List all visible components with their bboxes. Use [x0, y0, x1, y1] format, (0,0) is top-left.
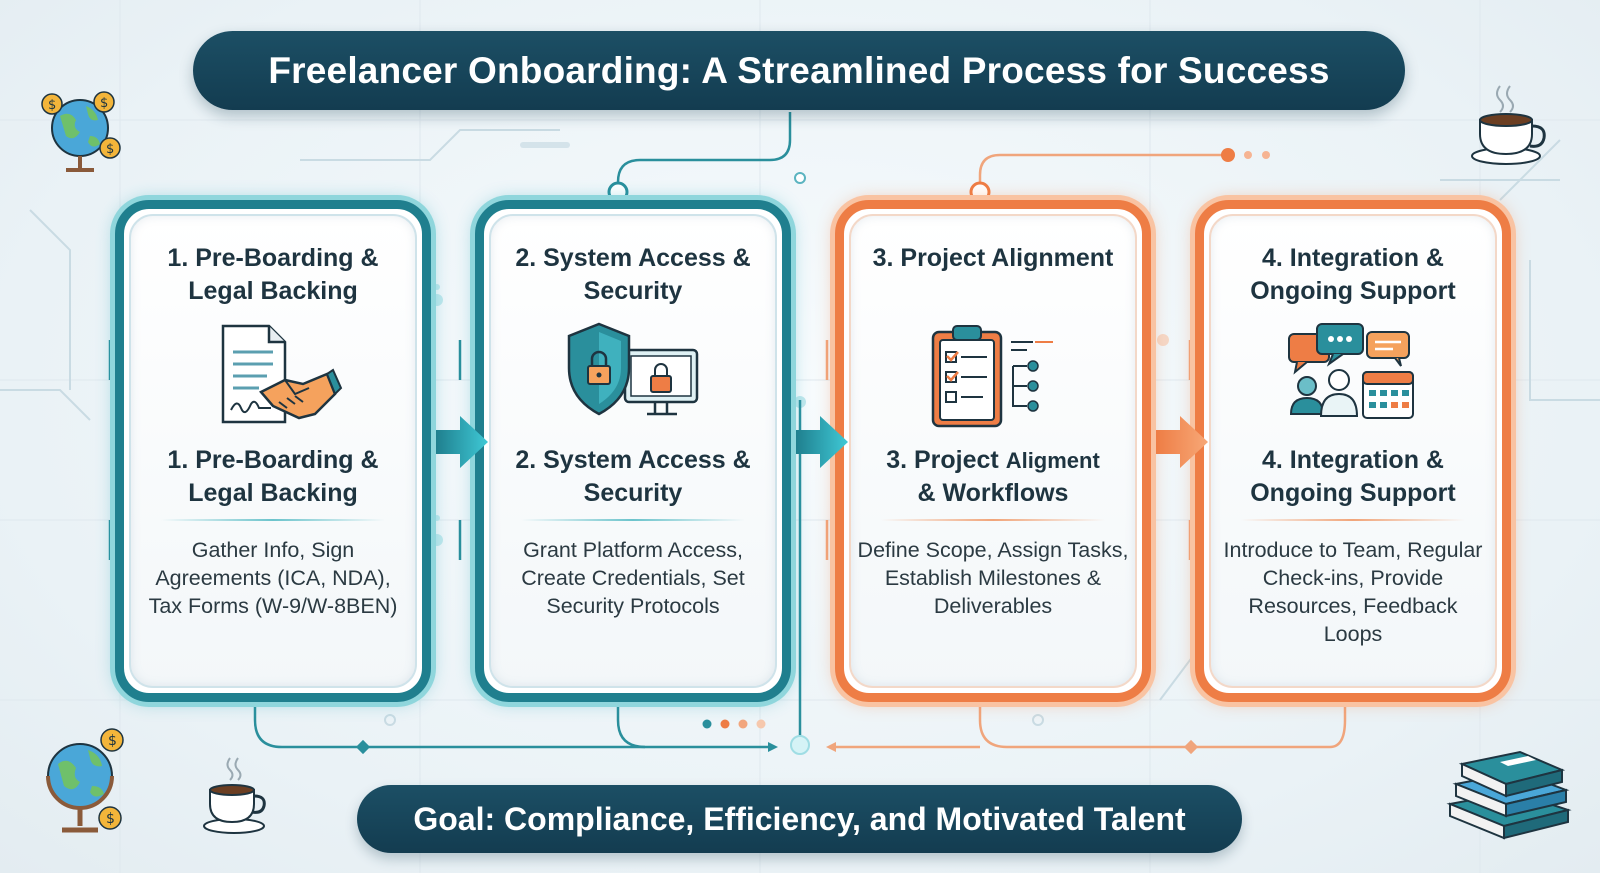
svg-text:$: $: [48, 98, 56, 113]
arrow-right-icon: [1156, 416, 1208, 468]
shield-lock-computer-icon: [567, 322, 699, 416]
step-description: Gather Info, Sign Agreements (ICA, NDA),…: [148, 538, 398, 618]
step-card-inner: 3. Project Alignment 3. Project Aligment…: [849, 214, 1137, 688]
books-stack-icon: [1446, 750, 1572, 840]
globe-coins-icon: $ $: [46, 728, 124, 833]
coffee-cup-icon: [203, 757, 266, 834]
arrow-right-icon: [436, 416, 488, 468]
step-subheading: 3. Project Aligment & Workflows: [851, 444, 1135, 510]
step-subheading: 2. System Access & Security: [515, 446, 751, 507]
step-card-inner: 4. Integration & Ongoing Support 4. Inte…: [1209, 214, 1497, 688]
svg-text:$: $: [106, 142, 114, 157]
contract-handshake-icon: [221, 324, 343, 424]
svg-text:$: $: [108, 733, 117, 749]
step-description: Introduce to Team, Regular Check-ins, Pr…: [1223, 538, 1483, 646]
coffee-cup-icon: [1471, 85, 1546, 165]
step-heading: 2. System Access & Security: [515, 244, 751, 305]
step-card-inner: 2. System Access & Security 2. System Ac…: [489, 214, 777, 688]
step-subheading-small: Aligment: [1005, 448, 1100, 473]
clipboard-checklist-icon: [931, 325, 1053, 428]
page-title: Freelancer Onboarding: A Streamlined Pro…: [193, 31, 1405, 110]
divider: [881, 519, 1105, 521]
goal-banner: Goal: Compliance, Efficiency, and Motiva…: [357, 785, 1242, 853]
step-heading: 1. Pre-Boarding & Legal Backing: [167, 244, 379, 305]
step-description: Define Scope, Assign Tasks, Establish Mi…: [857, 538, 1129, 618]
divider: [521, 519, 745, 521]
step-subheading-line2: & Workflows: [917, 479, 1069, 507]
step-card-integration: 4. Integration & Ongoing Support 4. Inte…: [1195, 200, 1511, 702]
step-card-system-access: 2. System Access & Security 2. System Ac…: [475, 200, 791, 702]
step-subheading-main: 3. Project: [886, 446, 1006, 474]
divider: [1241, 519, 1465, 521]
divider: [161, 519, 385, 521]
step-subheading: 4. Integration & Ongoing Support: [1250, 446, 1456, 507]
team-chat-calendar-icon: [1288, 323, 1414, 419]
globe-coins-icon: $ $ $: [41, 91, 121, 172]
connector-node: [607, 181, 629, 203]
step-card-pre-boarding: 1. Pre-Boarding & Legal Backing 1. Pre-B…: [115, 200, 431, 702]
arrow-right-icon: [796, 416, 848, 468]
svg-text:$: $: [100, 96, 108, 111]
step-description: Grant Platform Access, Create Credential…: [521, 538, 745, 618]
step-heading: 3. Project Alignment: [872, 244, 1114, 272]
step-subheading: 1. Pre-Boarding & Legal Backing: [167, 446, 379, 507]
step-card-inner: 1. Pre-Boarding & Legal Backing 1. Pre-B…: [129, 214, 417, 688]
step-heading: 4. Integration & Ongoing Support: [1250, 244, 1456, 305]
step-card-project-alignment: 3. Project Alignment 3. Project Aligment…: [835, 200, 1151, 702]
svg-text:$: $: [106, 811, 115, 827]
